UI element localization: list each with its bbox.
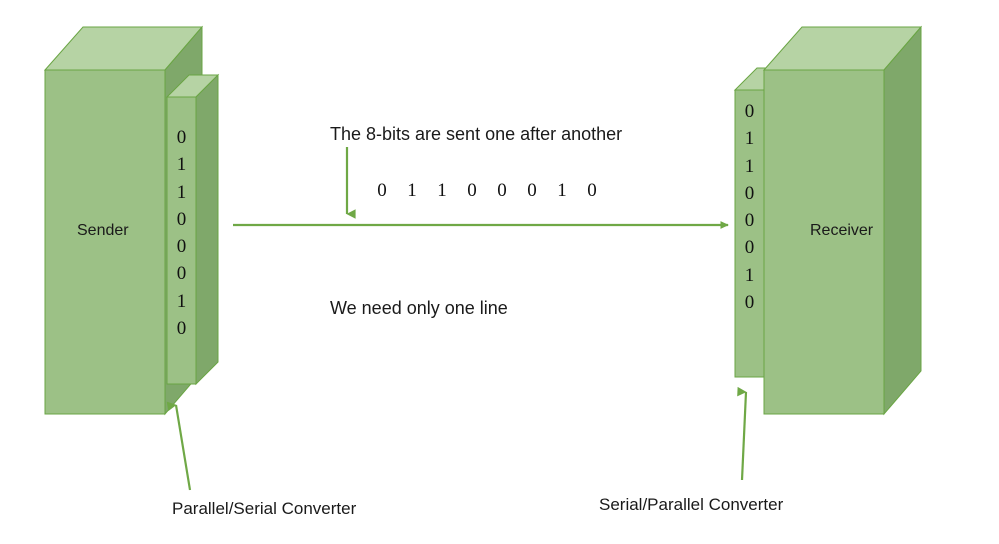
- sender-serial-panel-3d: [165, 73, 220, 386]
- sender-bit-5: 0: [176, 263, 187, 285]
- receiver-bit-1: 1: [744, 128, 755, 150]
- receiver-box-3d: [762, 25, 923, 416]
- sender-bit-6: 1: [176, 290, 187, 312]
- receiver-bit-0: 0: [744, 101, 755, 122]
- sender-box-front-face: [44, 69, 166, 415]
- receiver-box-side-face: [883, 25, 922, 416]
- stream-bit-5: 0: [527, 180, 537, 201]
- sender-bit-3: 0: [176, 208, 187, 230]
- stream-bit-7: 0: [587, 180, 597, 201]
- receiver-box-front-face: [763, 69, 885, 415]
- top-note-label: The 8-bits are sent one after another: [330, 124, 623, 144]
- sender-bit-0: 0: [176, 127, 187, 148]
- stream-bit-6: 1: [557, 180, 567, 201]
- parallel-serial-converter-label: Parallel/Serial Converter: [172, 499, 357, 518]
- sender-label: Sender: [77, 222, 129, 239]
- receiver-bit-column: 0 1 1 0 0 0 1 0: [735, 98, 764, 316]
- sender-bit-1: 1: [176, 154, 187, 176]
- receiver-bit-7: 0: [744, 292, 755, 314]
- receiver-bit-6: 1: [744, 264, 755, 286]
- stream-bit-0: 0: [377, 180, 387, 201]
- receiver-panel-front-face: [734, 89, 765, 378]
- bottom-note-label: We need only one line: [330, 298, 508, 318]
- receiver-label: Receiver: [810, 222, 874, 239]
- sender-bit-2: 1: [176, 181, 187, 203]
- receiver-bit-2: 1: [744, 155, 755, 177]
- sender-panel-front-face: [166, 96, 197, 385]
- parallel-serial-converter-arrow: [166, 401, 192, 491]
- sender-bit-4: 0: [176, 236, 187, 258]
- receiver-bit-4: 0: [744, 210, 755, 232]
- stream-bit-3: 0: [467, 180, 477, 201]
- serial-parallel-converter-arrow: [737, 386, 748, 481]
- stream-bit-2: 1: [437, 180, 447, 201]
- receiver-bit-5: 0: [744, 237, 755, 259]
- stream-bit-4: 0: [497, 180, 507, 201]
- sender-bit-column: 0 1 1 0 0 0 1 0: [167, 124, 196, 342]
- sender-panel-side-face: [195, 73, 219, 386]
- receiver-serial-panel-3d: [733, 67, 788, 378]
- receiver-bit-3: 0: [744, 182, 755, 204]
- stream-bit-1: 1: [407, 180, 417, 201]
- sender-bit-7: 0: [176, 318, 187, 340]
- serial-parallel-converter-label: Serial/Parallel Converter: [599, 495, 784, 514]
